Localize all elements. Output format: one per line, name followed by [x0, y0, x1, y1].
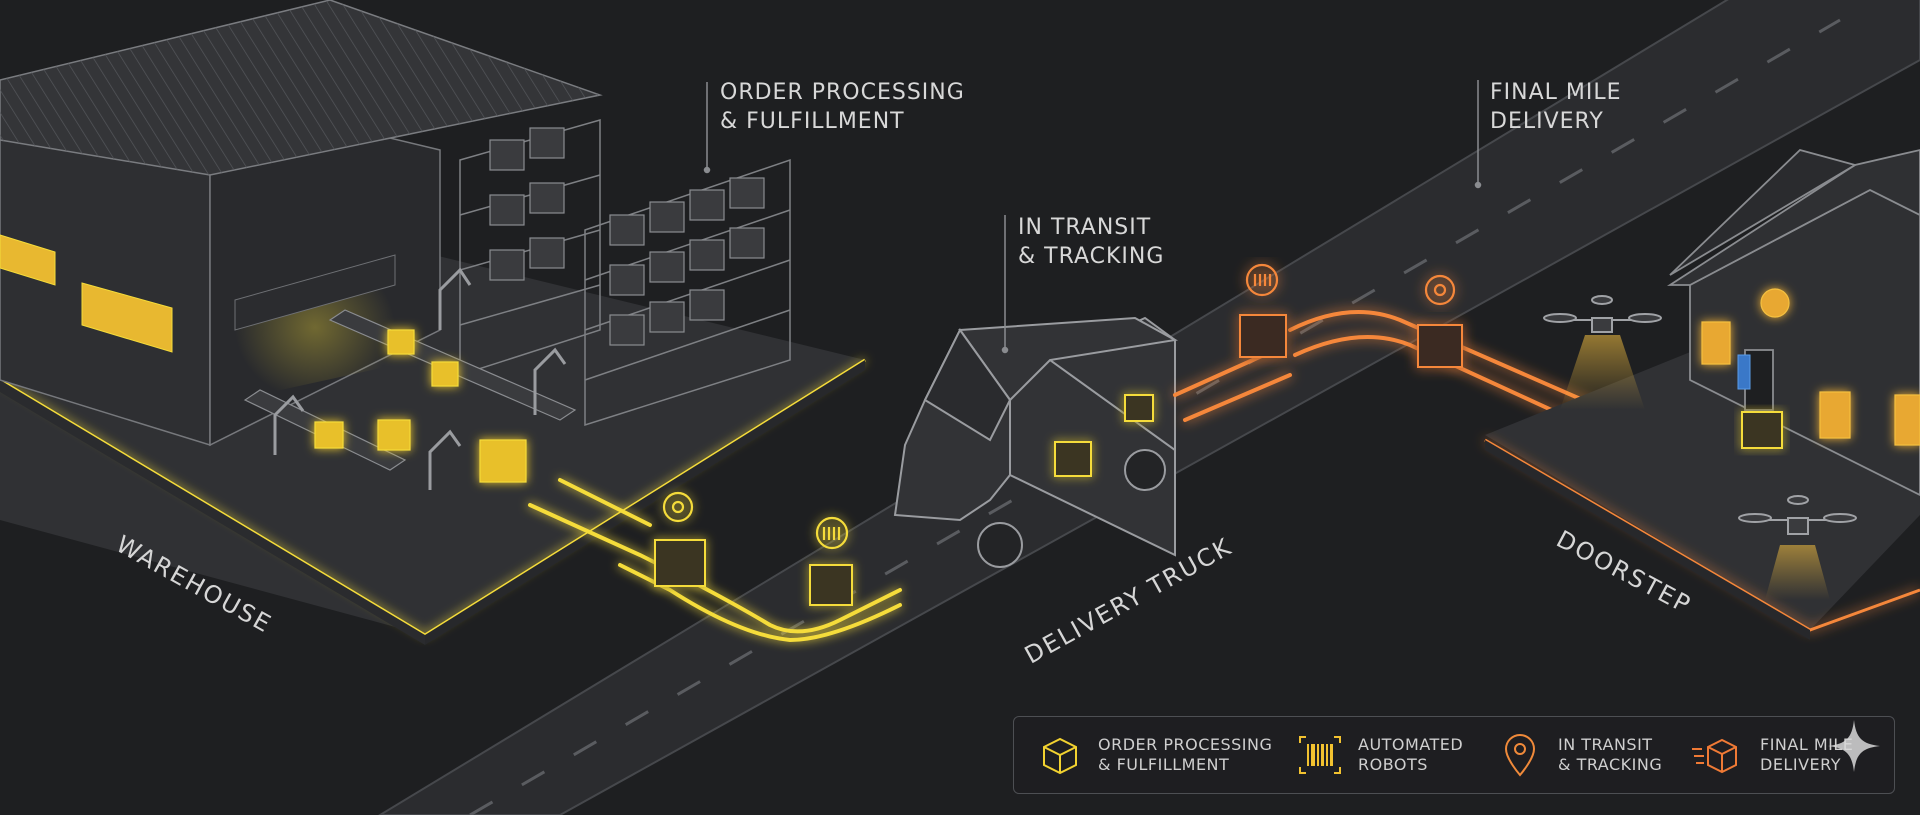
legend-final-line1: FINAL MILE	[1760, 735, 1854, 754]
fast-box-icon	[1692, 738, 1737, 774]
legend-order-line2: & FULFILLMENT	[1098, 755, 1230, 774]
location-pin-icon	[1504, 734, 1536, 777]
legend-transit-line1: IN TRANSIT	[1558, 735, 1653, 754]
box-icon	[1043, 737, 1077, 775]
warehouse-building	[0, 0, 603, 447]
yellow-boxes	[654, 539, 853, 606]
legend-item-order-processing: ORDER PROCESSING & FULFILLMENT	[1036, 717, 1296, 793]
callout-order-line2: & FULFILLMENT	[720, 109, 905, 134]
callout-leaders	[703, 80, 1482, 354]
house	[1666, 148, 1920, 497]
delivery-truck	[893, 316, 1179, 568]
legend-item-in-transit: IN TRANSIT & TRACKING	[1496, 717, 1686, 793]
yellow-pins	[662, 491, 849, 550]
callout-order-line1: ORDER PROCESSING	[720, 80, 965, 105]
legend: ORDER PROCESSING & FULFILLMENT AUTOMATED…	[1013, 716, 1895, 794]
conveyor-robots	[243, 267, 577, 490]
drones	[1543, 295, 1857, 600]
callout-final-mile: FINAL MILE DELIVERY	[1490, 78, 1622, 136]
callout-final-line2: DELIVERY	[1490, 109, 1604, 134]
callout-final-line1: FINAL MILE	[1490, 80, 1622, 105]
sparkle-icon	[1828, 720, 1880, 772]
legend-item-automated-robots: AUTOMATED ROBOTS	[1296, 717, 1496, 793]
callout-transit-line2: & TRACKING	[1018, 244, 1165, 269]
legend-transit-line2: & TRACKING	[1558, 755, 1663, 774]
barcode-icon	[1299, 736, 1341, 774]
warehouse-windows	[0, 234, 173, 353]
callout-in-transit: IN TRANSIT & TRACKING	[1018, 213, 1164, 271]
callout-order-processing: ORDER PROCESSING & FULFILLMENT	[720, 78, 965, 136]
legend-robots-line2: ROBOTS	[1358, 755, 1428, 774]
orange-pins	[1245, 263, 1456, 306]
storage-racks	[459, 119, 791, 427]
legend-item-final-mile: FINAL MILE DELIVERY	[1686, 717, 1876, 793]
legend-final-line2: DELIVERY	[1760, 755, 1841, 774]
legend-robots-line1: AUTOMATED	[1358, 735, 1464, 754]
callout-transit-line1: IN TRANSIT	[1018, 215, 1152, 240]
legend-order-line1: ORDER PROCESSING	[1098, 735, 1273, 754]
